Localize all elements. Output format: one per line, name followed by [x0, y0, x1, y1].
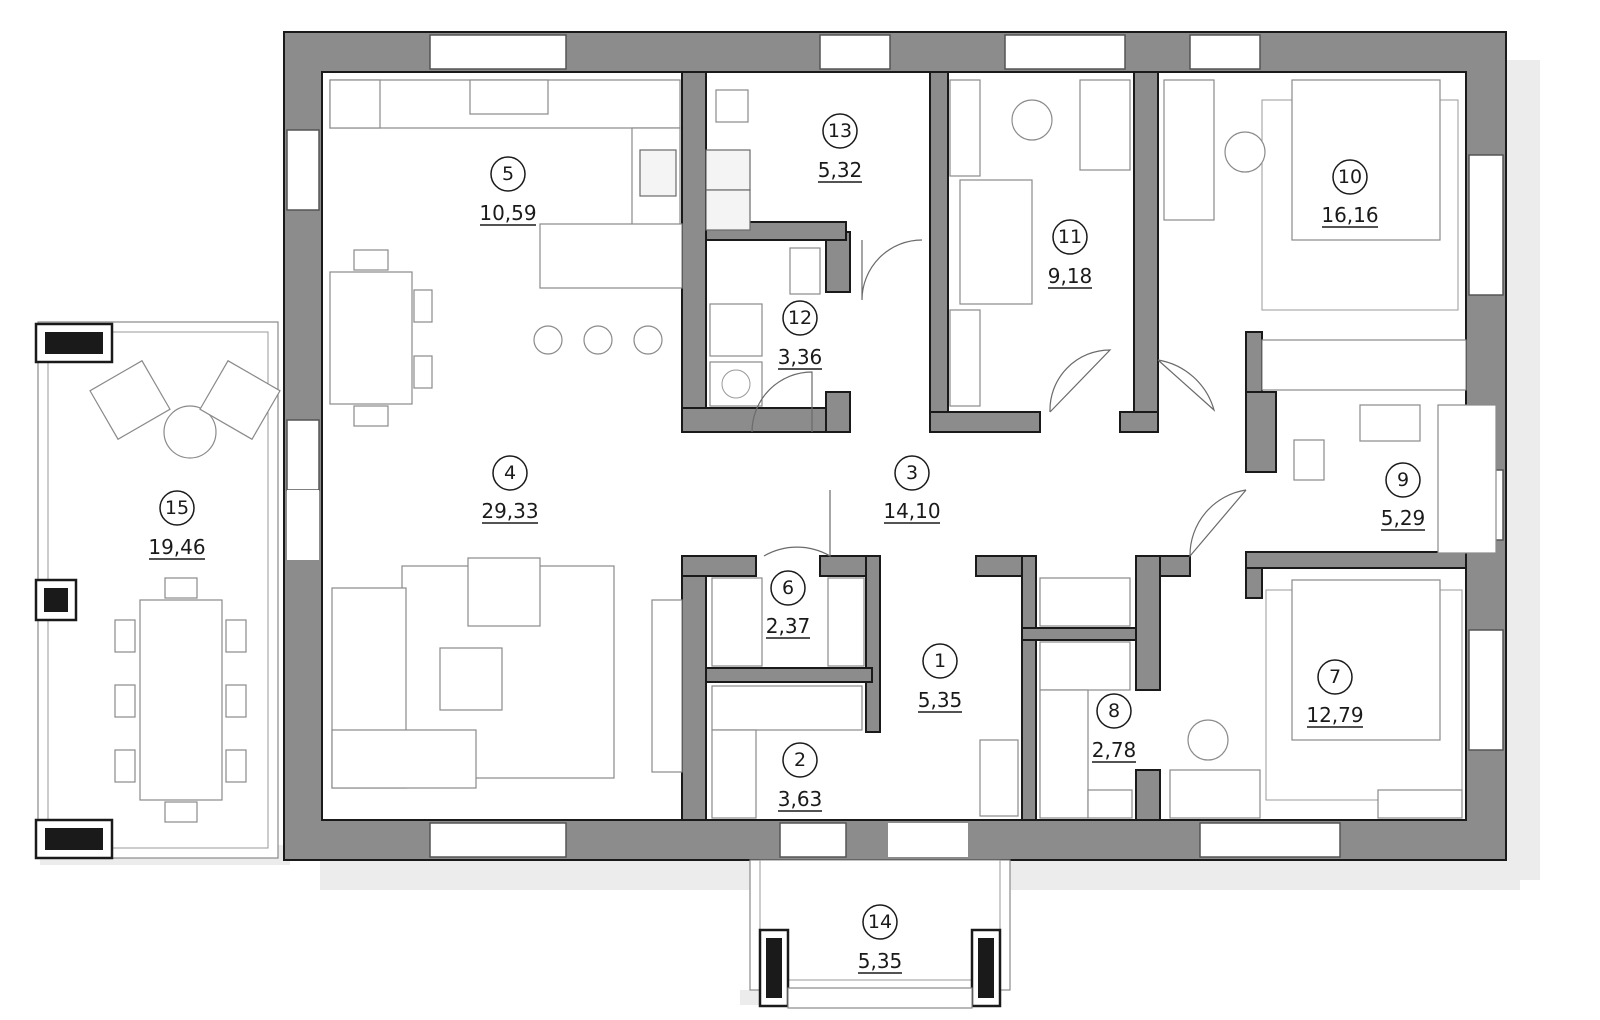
room-number: 1: [934, 650, 946, 672]
room-label-7: 7 12,79: [1306, 659, 1364, 728]
room-label-2: 2 3,63: [778, 742, 823, 812]
room-label-14: 14 5,35: [858, 904, 903, 974]
room-area: 2,37: [766, 614, 811, 638]
room-number: 5: [502, 163, 514, 185]
room-number: 13: [828, 120, 852, 142]
room-label-4: 4 29,33: [481, 455, 539, 524]
bedroom-10: [1163, 79, 1467, 391]
room-number: 15: [165, 497, 189, 519]
room-number: 11: [1058, 226, 1082, 248]
study-11: [949, 79, 1131, 407]
room-label-15: 15 19,46: [148, 490, 206, 560]
room-label-12: 12 3,36: [778, 300, 823, 370]
room-number: 4: [504, 462, 516, 484]
room-area: 10,59: [479, 201, 536, 225]
room-area: 2,78: [1092, 738, 1137, 762]
room-label-6: 6 2,37: [766, 570, 811, 639]
room-label-13: 13 5,32: [818, 113, 863, 183]
room-number: 9: [1397, 469, 1409, 491]
room-number: 10: [1338, 166, 1362, 188]
room-number: 2: [794, 749, 806, 771]
room-number: 14: [868, 911, 892, 933]
bathroom-13: [705, 89, 751, 231]
living-4: [331, 557, 683, 789]
room-labels: 1 5,35 2 3,63 3 14,10 4 29,33 5 10,59: [148, 113, 1426, 974]
bedroom-7: [1169, 579, 1463, 819]
exterior-walls: [283, 31, 1507, 861]
bathroom-12: [709, 247, 821, 407]
room-label-1: 1 5,35: [918, 643, 963, 713]
room-area: 12,79: [1306, 703, 1363, 727]
room-number: 6: [782, 577, 794, 599]
room-area: 5,32: [818, 158, 863, 182]
room-area: 29,33: [481, 499, 538, 523]
kitchen-5: [329, 79, 683, 427]
room-area: 3,63: [778, 787, 823, 811]
room-label-9: 9 5,29: [1381, 462, 1426, 531]
room-label-5: 5 10,59: [479, 156, 537, 226]
room-label-11: 11 9,18: [1048, 219, 1093, 289]
room-number: 8: [1108, 700, 1120, 722]
bathroom-9: [1293, 404, 1497, 554]
room-number: 12: [788, 307, 812, 329]
room-area: 5,35: [918, 688, 963, 712]
room-area: 14,10: [883, 499, 940, 523]
terrace-15: [34, 321, 281, 860]
room-area: 16,16: [1321, 203, 1378, 227]
room-area: 5,29: [1381, 506, 1426, 530]
wardrobes: [711, 577, 1133, 819]
room-area: 9,18: [1048, 264, 1093, 288]
room-number: 3: [906, 462, 918, 484]
room-label-8: 8 2,78: [1092, 693, 1137, 763]
room-area: 19,46: [148, 535, 205, 559]
room-area: 3,36: [778, 345, 823, 369]
room-label-3: 3 14,10: [883, 455, 941, 524]
room-label-10: 10 16,16: [1321, 159, 1379, 228]
room-area: 5,35: [858, 949, 903, 973]
room-number: 7: [1329, 666, 1341, 688]
doors: [751, 239, 1247, 558]
